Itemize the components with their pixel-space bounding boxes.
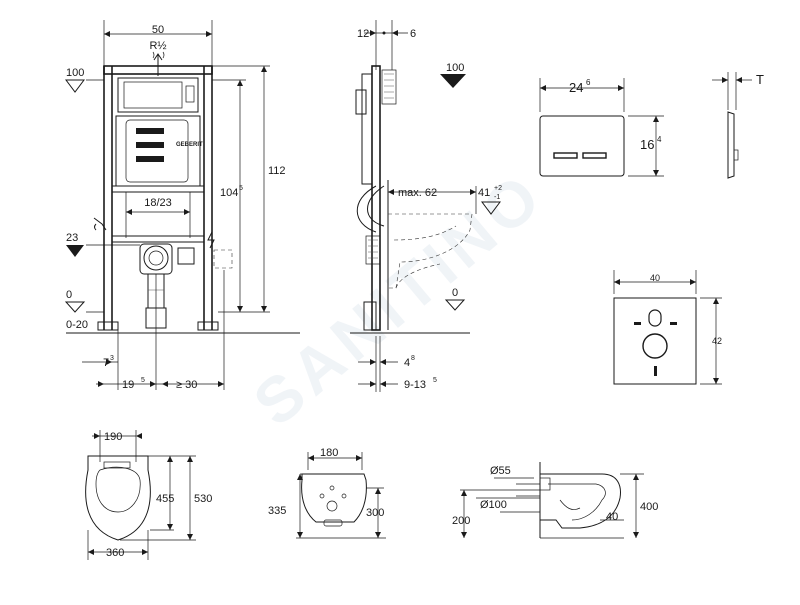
offset-a-sup: 3 [110,355,114,362]
section-depth: 40 [606,511,618,523]
height-plate-sup: 5 [239,185,243,192]
front-level-floor: 0 [66,289,72,301]
bowl-height-label: 41 [478,187,490,199]
section-height-a: 200 [452,515,470,527]
front-width-label: 50 [152,24,164,36]
dia-large-label: Ø100 [480,499,507,511]
mat-height-label: 42 [712,336,722,346]
flush-plate-view: 24 6 16 4 T [539,72,764,179]
plate-width-label: 24 [569,80,583,95]
bowl-back-height-b: 300 [366,507,384,519]
offset-b-sup: 5 [141,377,145,384]
bowl-top-depth-a: 455 [156,493,174,505]
mat-width-label: 40 [650,273,660,283]
front-level-mid: 23 [66,232,78,244]
side-depth-b: 6 [410,28,416,40]
wall-a-sup: 8 [411,355,415,362]
offset-b-label: 19 [122,379,134,391]
side-depth-a: 12 [357,28,369,40]
offset-a-label: 7 [103,357,109,369]
height-total-label: 112 [268,165,286,177]
wall-b-label: 9-13 [404,379,426,391]
bowl-back-view: 180 335 300 [268,447,386,539]
height-plate-label: 104 [220,187,238,199]
bowl-top-depth-b: 530 [194,493,212,505]
bowl-top-bottom-width: 360 [106,547,124,559]
front-inlet-label: R½ [149,40,166,52]
side-level-floor: 0 [452,287,458,299]
brand-label: GEBERIT [176,142,203,148]
sound-mat-view: 40 42 [613,270,722,385]
plate-height-sup: 4 [657,135,662,144]
frame-front-view: 50 R½ GEBERIT 18/23 [64,20,300,391]
bowl-top-width: 190 [104,431,122,443]
wall-a-label: 4 [404,357,410,369]
bowl-tol-plus: +2 [494,185,502,192]
bowl-back-width: 180 [320,447,338,459]
dia-small-label: Ø55 [490,465,511,477]
front-level-top: 100 [66,67,84,79]
bowl-top-view: 190 455 530 360 [85,430,212,560]
watermark: SANITINO [240,157,557,440]
wall-b-sup: 5 [433,377,437,384]
frame-side-view: 12 6 100 max. 62 [350,20,502,392]
side-level-top: 100 [446,62,464,74]
bowl-section-view: Ø55 Ø100 200 40 400 [452,462,658,539]
section-height-b: 400 [640,501,658,513]
front-floor-range: 0-20 [66,319,88,331]
plate-thickness-label: T [756,72,764,87]
watermark-text: SANITINO [240,157,557,440]
bowl-tol-minus: -1 [494,194,500,201]
max-projection-label: max. 62 [398,187,437,199]
plate-width-sup: 6 [586,78,591,87]
bowl-back-height-a: 335 [268,505,286,517]
bolt-spacing-label: 18/23 [144,197,172,209]
plate-height-label: 16 [640,137,654,152]
offset-c-label: ≥ 30 [176,379,197,391]
